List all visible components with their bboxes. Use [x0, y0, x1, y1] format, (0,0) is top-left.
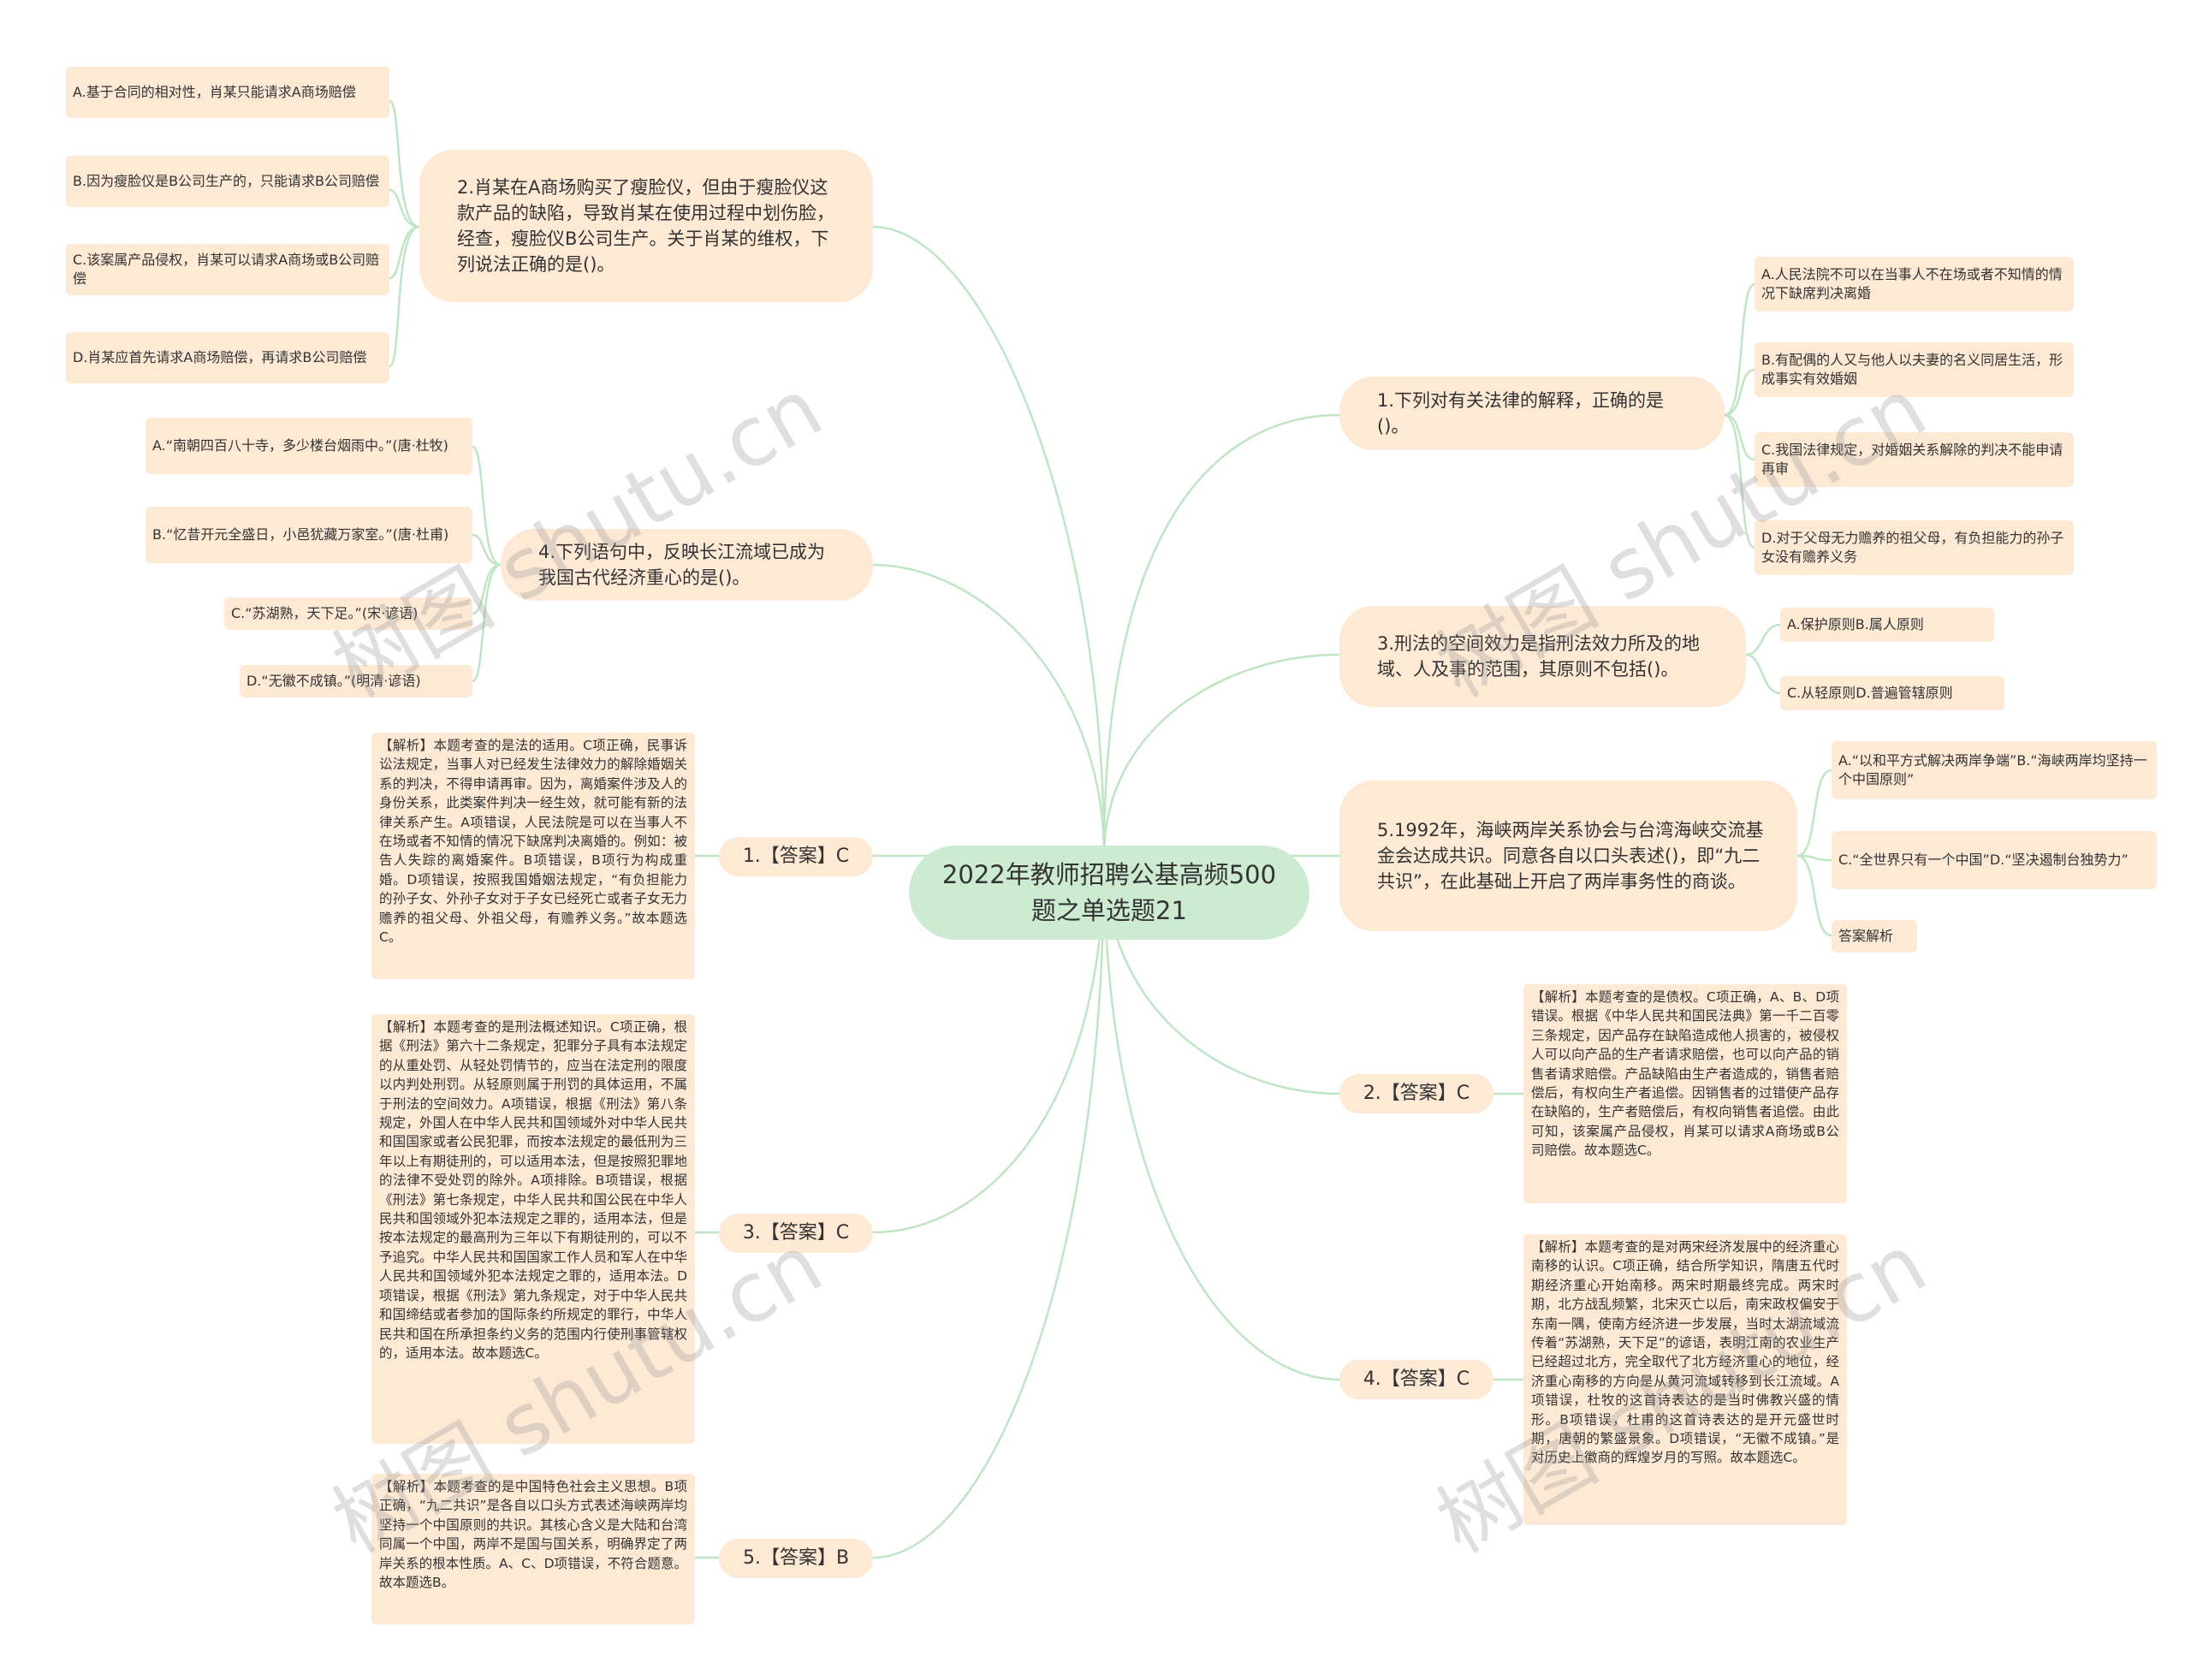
q4-option-c[interactable]: C.“苏湖熟，天下足。”(宋·谚语) — [224, 597, 472, 630]
answer-1-explanation: 【解析】本题考查的是法的适用。C项正确，民事诉讼法规定，当事人对已经发生法律效力… — [371, 733, 695, 979]
answer-3-explanation: 【解析】本题考查的是刑法概述知识。C项正确，根据《刑法》第六十二条规定，犯罪分子… — [371, 1014, 695, 1444]
question-2-text: 2.肖某在A商场购买了瘦脸仪，但由于瘦脸仪这款产品的缺陷，导致肖某在使用过程中划… — [457, 177, 834, 275]
connector-q5-a — [1796, 769, 1832, 858]
q2-option-a[interactable]: A.基于合同的相对性，肖某只能请求A商场赔偿 — [66, 67, 389, 118]
answer-5-explanation: 【解析】本题考查的是中国特色社会主义思想。B项正确，“九二共识”是各自以口头方式… — [371, 1474, 695, 1624]
connector-q5-c — [1796, 854, 1832, 937]
connector-q4-c — [472, 563, 502, 615]
connector-q3-b — [1745, 653, 1781, 695]
root-topic[interactable]: 2022年教师招聘公基高频500题之单选题21 — [909, 846, 1309, 940]
question-3-text: 3.刑法的空间效力是指刑法效力所及的地域、人及事的范围，其原则不包括()。 — [1377, 633, 1701, 680]
answer-3-node[interactable]: 3.【答案】C — [719, 1214, 873, 1253]
q1-option-d[interactable]: D.对于父母无力赡养的祖父母，有负担能力的孙子女没有赡养义务 — [1755, 520, 2074, 575]
connector-root-a4 — [1102, 855, 1340, 1381]
q4-option-d[interactable]: D.“无徽不成镇。”(明清·谚语) — [240, 665, 472, 698]
connector-q1-c — [1724, 413, 1755, 461]
answer-4-node[interactable]: 4.【答案】C — [1339, 1360, 1493, 1399]
question-4-node[interactable]: 4.下列语句中，反映长江流域已成为我国古代经济重心的是()。 — [501, 529, 873, 601]
q3-option-a[interactable]: A.保护原则B.属人原则 — [1780, 608, 1994, 642]
q5-option-a[interactable]: A.“以和平方式解决两岸争端”B.“海峡两岸均坚持一个中国原则” — [1832, 741, 2157, 799]
connector-q1-a — [1724, 282, 1755, 417]
q3-option-b[interactable]: C.从轻原则D.普遍管辖原则 — [1780, 676, 2004, 710]
connector-q1-b — [1724, 368, 1755, 417]
connector-root-q1 — [1102, 413, 1340, 857]
q5-option-b[interactable]: C.“全世界只有一个中国”D.“坚决遏制台独势力” — [1832, 831, 2157, 889]
q5-answer-analysis[interactable]: 答案解析 — [1832, 920, 1917, 953]
root-title: 2022年教师招聘公基高频500题之单选题21 — [941, 860, 1277, 925]
question-1-node[interactable]: 1.下列对有关法律的解释，正确的是()。 — [1339, 377, 1725, 450]
answer-4-explanation: 【解析】本题考查的是对两宋经济发展中的经济重心南移的认识。C项正确，结合所学知识… — [1523, 1234, 1847, 1525]
question-1-text: 1.下列对有关法律的解释，正确的是()。 — [1377, 390, 1665, 436]
connector-q5-b — [1796, 854, 1832, 862]
q1-option-a[interactable]: A.人民法院不可以在当事人不在场或者不知情的情况下缺席判决离婚 — [1755, 257, 2074, 312]
q4-option-b[interactable]: B.“忆昔开元全盛日，小邑犹藏万家室。”(唐·杜甫) — [145, 507, 472, 563]
question-5-text: 5.1992年，海峡两岸关系协会与台湾海峡交流基金会达成共识。同意各自以口头表述… — [1377, 820, 1764, 892]
answer-2-node[interactable]: 2.【答案】C — [1339, 1074, 1493, 1113]
connector-root-q3 — [1102, 653, 1340, 857]
q2-option-d[interactable]: D.肖某应首先请求A商场赔偿，再请求B公司赔偿 — [66, 332, 389, 383]
answer-5-node[interactable]: 5.【答案】B — [719, 1539, 873, 1578]
connector-root-a3 — [872, 855, 1106, 1234]
q2-option-b[interactable]: B.因为瘦脸仪是B公司生产的，只能请求B公司赔偿 — [66, 156, 389, 207]
question-2-node[interactable]: 2.肖某在A商场购买了瘦脸仪，但由于瘦脸仪这款产品的缺陷，导致肖某在使用过程中划… — [419, 150, 873, 302]
connector-root-a5 — [872, 855, 1106, 1559]
question-3-node[interactable]: 3.刑法的空间效力是指刑法效力所及的地域、人及事的范围，其原则不包括()。 — [1339, 606, 1746, 707]
question-5-node[interactable]: 5.1992年，海峡两岸关系协会与台湾海峡交流基金会达成共识。同意各自以口头表述… — [1339, 781, 1797, 931]
q1-option-c[interactable]: C.我国法律规定，对婚姻关系解除的判决不能申请再审 — [1755, 432, 2074, 487]
connector-q3-a — [1745, 623, 1781, 656]
q2-option-c[interactable]: C.该案属产品侵权，肖某可以请求A商场或B公司赔偿 — [66, 244, 389, 295]
connector-q2-d — [388, 225, 420, 368]
question-4-text: 4.下列语句中，反映长江流域已成为我国古代经济重心的是()。 — [538, 542, 826, 588]
connector-q2-a — [389, 99, 420, 229]
answer-2-explanation: 【解析】本题考查的是债权。C项正确，A、B、D项错误。根据《中华人民共和国民法典… — [1523, 984, 1847, 1203]
answer-1-node[interactable]: 1.【答案】C — [719, 837, 873, 876]
q1-option-b[interactable]: B.有配偶的人又与他人以夫妻的名义同居生活，形成事实有效婚姻 — [1755, 342, 2074, 397]
connector-q4-a — [472, 445, 502, 567]
connector-root-q2 — [872, 225, 1106, 857]
connector-root-q4 — [872, 563, 1106, 857]
q4-option-a[interactable]: A.“南朝四百八十寺，多少楼台烟雨中。”(唐·杜牧) — [145, 418, 472, 474]
connector-q4-b — [472, 533, 502, 567]
connector-q4-d — [472, 563, 502, 683]
connector-q2-b — [389, 188, 420, 229]
connector-q1-d — [1724, 413, 1755, 549]
